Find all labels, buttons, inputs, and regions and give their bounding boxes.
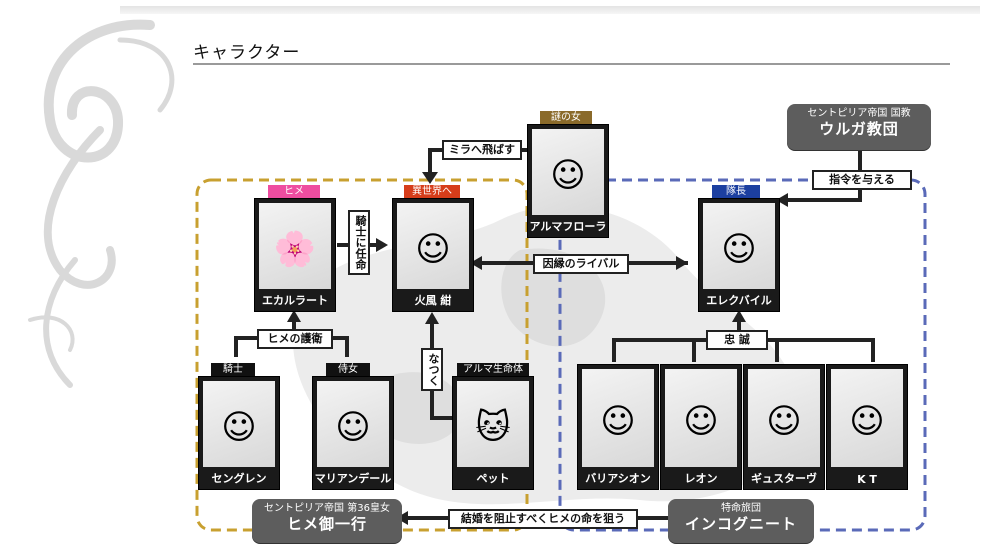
character-card-pet[interactable]: 🐱 ペット	[452, 376, 534, 490]
role-badge-pet: アルマ生命体	[457, 363, 529, 376]
character-card-senglen[interactable]: ☺ セングレン	[198, 376, 280, 490]
role-badge-senglen: 騎士	[211, 363, 255, 376]
relation-label-attached: なつく	[421, 348, 443, 391]
character-name: エレクバイル	[706, 294, 772, 307]
character-card-leon[interactable]: ☺ レオン	[660, 364, 742, 490]
portrait-icon: 🐱	[475, 407, 511, 448]
relation-label-appoint-knight: 騎士に任命	[348, 210, 370, 275]
portrait-icon: ☺	[221, 407, 257, 448]
group-name: インコグニート	[684, 515, 797, 533]
character-card-elekbile[interactable]: ☺ エレクバイル	[698, 198, 780, 312]
character-portrait: ☺	[665, 369, 737, 467]
relation-label-send-mira: ミラへ飛ばす	[442, 140, 522, 160]
character-name: マリアンデール	[314, 472, 392, 485]
portrait-icon: ☺	[766, 401, 802, 442]
portrait-icon: ☺	[600, 401, 636, 442]
character-portrait: ☺	[203, 381, 275, 467]
character-name: エカルラート	[262, 294, 328, 307]
role-badge-ecarlate: ヒメ	[268, 185, 320, 198]
character-name: 火風 紺	[414, 294, 452, 307]
role-badge-elekbile: 隊長	[712, 185, 760, 198]
character-name: ペット	[476, 472, 510, 485]
character-name: ギュスターヴ	[751, 472, 817, 485]
character-name: バリアシオン	[585, 472, 651, 485]
character-name: アルマフローラ	[529, 220, 607, 233]
portrait-icon: ☺	[335, 407, 371, 448]
character-portrait: ☺	[532, 129, 604, 215]
ornamental-swirl-icon	[28, 19, 175, 388]
character-card-gustave[interactable]: ☺ ギュスターヴ	[743, 364, 825, 490]
relation-label-order: 指令を与える	[812, 170, 912, 190]
relation-label-guard: ヒメの護衛	[257, 329, 333, 349]
relation-label-rival: 因縁のライバル	[533, 254, 629, 274]
group-name: ヒメ御一行	[286, 515, 367, 533]
character-card-valiation[interactable]: ☺ バリアシオン	[577, 364, 659, 490]
character-portrait: ☺	[748, 369, 820, 467]
title-divider	[193, 63, 950, 65]
group-box-hime-party[interactable]: セントピリア帝国 第36皇女 ヒメ御一行	[252, 499, 402, 543]
character-name: K T	[857, 473, 877, 486]
relation-label-loyalty: 忠 誠	[706, 330, 768, 350]
character-card-ecarlate[interactable]: 🌸 エカルラート	[254, 198, 336, 312]
character-portrait: ☺	[703, 203, 775, 289]
character-name: セングレン	[211, 472, 267, 485]
character-card-almaflora[interactable]: ☺ アルマフローラ	[527, 124, 609, 238]
page-title: キャラクター	[193, 43, 301, 63]
character-portrait: 🌸	[259, 203, 331, 289]
portrait-icon: ☺	[721, 229, 757, 270]
portrait-icon: ☺	[550, 155, 586, 196]
group-subtitle: セントピリア帝国 第36皇女	[264, 503, 390, 514]
group-box-urga-order[interactable]: セントピリア帝国 国教 ウルガ教団	[787, 104, 931, 150]
top-band	[120, 6, 980, 14]
character-card-kt[interactable]: ☺ K T	[826, 364, 908, 490]
portrait-icon: ☺	[849, 401, 885, 442]
portrait-icon: ☺	[415, 229, 451, 270]
group-subtitle: セントピリア帝国 国教	[807, 108, 911, 119]
character-portrait: ☺	[397, 203, 469, 289]
role-badge-almaflora: 謎の女	[540, 111, 592, 124]
character-name: レオン	[684, 472, 718, 485]
relation-label-assassinate: 結婚を阻止すべくヒメの命を狙う	[448, 509, 638, 529]
role-badge-kou: 異世界へ	[404, 185, 460, 198]
character-portrait: ☺	[582, 369, 654, 467]
group-box-incognito[interactable]: 特命旅団 インコグニート	[668, 499, 814, 543]
role-badge-mariandale: 侍女	[326, 363, 370, 376]
character-card-mariandale[interactable]: ☺ マリアンデール	[312, 376, 394, 490]
group-name: ウルガ教団	[819, 120, 899, 138]
portrait-icon: ☺	[683, 401, 719, 442]
portrait-icon: 🌸	[273, 229, 317, 270]
character-portrait: 🐱	[457, 381, 529, 467]
character-portrait: ☺	[831, 369, 903, 467]
character-card-kou[interactable]: ☺ 火風 紺	[392, 198, 474, 312]
character-portrait: ☺	[317, 381, 389, 467]
group-subtitle: 特命旅団	[721, 503, 761, 514]
